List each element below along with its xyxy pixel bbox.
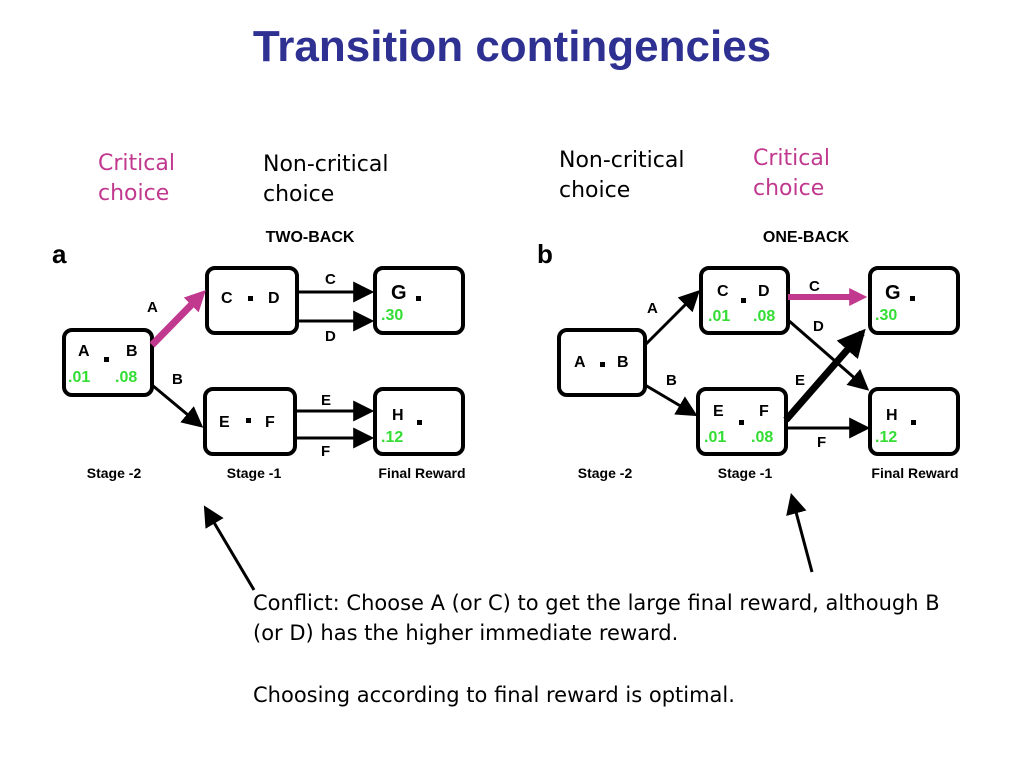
panel-b-letter: b: [537, 239, 553, 269]
reward-value: .08: [753, 308, 775, 325]
node-label: A: [78, 343, 90, 360]
arrow-label: C: [325, 271, 336, 288]
arrow-label: F: [817, 434, 826, 451]
node-label: F: [265, 414, 275, 431]
reward-value: .12: [381, 429, 403, 446]
stage-label: Final Reward: [378, 465, 465, 481]
reward-value: .12: [875, 429, 897, 446]
separator-dot: [911, 420, 916, 425]
right-critical-choice-label: Critical choice: [753, 144, 830, 204]
label-line: Non-critical: [559, 148, 685, 173]
separator-dot: [248, 296, 253, 301]
label-line: choice: [98, 181, 170, 206]
node-label: C: [221, 290, 233, 307]
label-line: choice: [753, 176, 825, 201]
stage-label: Stage -2: [87, 465, 142, 481]
arrow-label: D: [813, 318, 824, 335]
node-label: F: [759, 403, 769, 420]
separator-dot: [739, 420, 744, 425]
label-line: Critical: [98, 151, 175, 176]
panel-a-letter: a: [52, 239, 67, 269]
arrow-label: F: [321, 443, 330, 460]
node-label: H: [392, 407, 404, 424]
arrow-a: [643, 290, 700, 347]
node-label: D: [758, 283, 770, 300]
reward-value: .30: [381, 307, 403, 324]
reward-value: .01: [68, 369, 90, 386]
callout-pointer-b: [786, 492, 814, 573]
node-label: C: [717, 283, 729, 300]
arrow-label: B: [172, 371, 183, 388]
reward-value: .01: [704, 429, 726, 446]
left-critical-choice-label: Critical choice: [98, 149, 175, 209]
conflict-text: Conflict: Choose A (or C) to get the lar…: [253, 591, 940, 645]
separator-dot: [246, 418, 251, 423]
stage-label: Final Reward: [871, 465, 958, 481]
label-line: Non-critical: [263, 152, 389, 177]
arrow-b: [151, 383, 204, 428]
reward-value: .08: [115, 369, 137, 386]
node-label: G: [885, 282, 901, 304]
separator-dot: [417, 420, 422, 425]
arrow-label: E: [321, 392, 331, 409]
reward-value: .30: [875, 307, 897, 324]
arrow-e: [783, 328, 866, 423]
callout-pointer-a: [203, 505, 256, 591]
arrow-label: E: [795, 372, 805, 389]
reward-value: .01: [708, 308, 730, 325]
node-label: B: [617, 354, 629, 371]
node-label: H: [886, 407, 898, 424]
optimal-text: Choosing according to final reward is op…: [253, 683, 735, 707]
label-line: Critical: [753, 146, 830, 171]
left-noncritical-choice-label: Non-critical choice: [263, 150, 388, 210]
stage-label: Stage -1: [718, 465, 773, 481]
page-title: Transition contingencies: [252, 22, 772, 71]
separator-dot: [910, 296, 915, 301]
panel-a-heading: TWO-BACK: [266, 229, 355, 246]
arrow-label: C: [809, 278, 820, 295]
conflict-note: Conflict: Choose A (or C) to get the lar…: [253, 588, 953, 710]
stage-label: Stage -2: [578, 465, 633, 481]
node-label: D: [268, 290, 280, 307]
panel-b: b ONE-BACK A B C D .01 .08 E F .01 .08 G…: [537, 229, 960, 481]
arrow-label: B: [666, 372, 677, 389]
node-label: E: [219, 414, 230, 431]
arrow-label: D: [325, 328, 336, 345]
node-label: A: [574, 354, 586, 371]
label-line: choice: [559, 178, 631, 203]
separator-dot: [600, 362, 605, 367]
panel-a-box-ab: [62, 328, 154, 397]
arrow-d: [787, 318, 870, 391]
panel-a: a TWO-BACK A B .01 .08 C D E F G .30 H .…: [52, 229, 466, 481]
arrow-label: A: [147, 299, 158, 316]
arrow-b: [644, 383, 698, 417]
node-label: B: [126, 343, 138, 360]
node-label: G: [391, 282, 407, 304]
reward-value: .08: [751, 429, 773, 446]
critical-arrow-a: [149, 289, 206, 348]
arrow-label: A: [647, 300, 658, 317]
label-line: choice: [263, 182, 335, 207]
separator-dot: [741, 298, 746, 303]
separator-dot: [416, 296, 421, 301]
separator-dot: [104, 357, 109, 362]
node-label: E: [713, 403, 724, 420]
stage-label: Stage -1: [227, 465, 282, 481]
right-noncritical-choice-label: Non-critical choice: [559, 146, 684, 206]
panel-b-heading: ONE-BACK: [763, 229, 850, 246]
